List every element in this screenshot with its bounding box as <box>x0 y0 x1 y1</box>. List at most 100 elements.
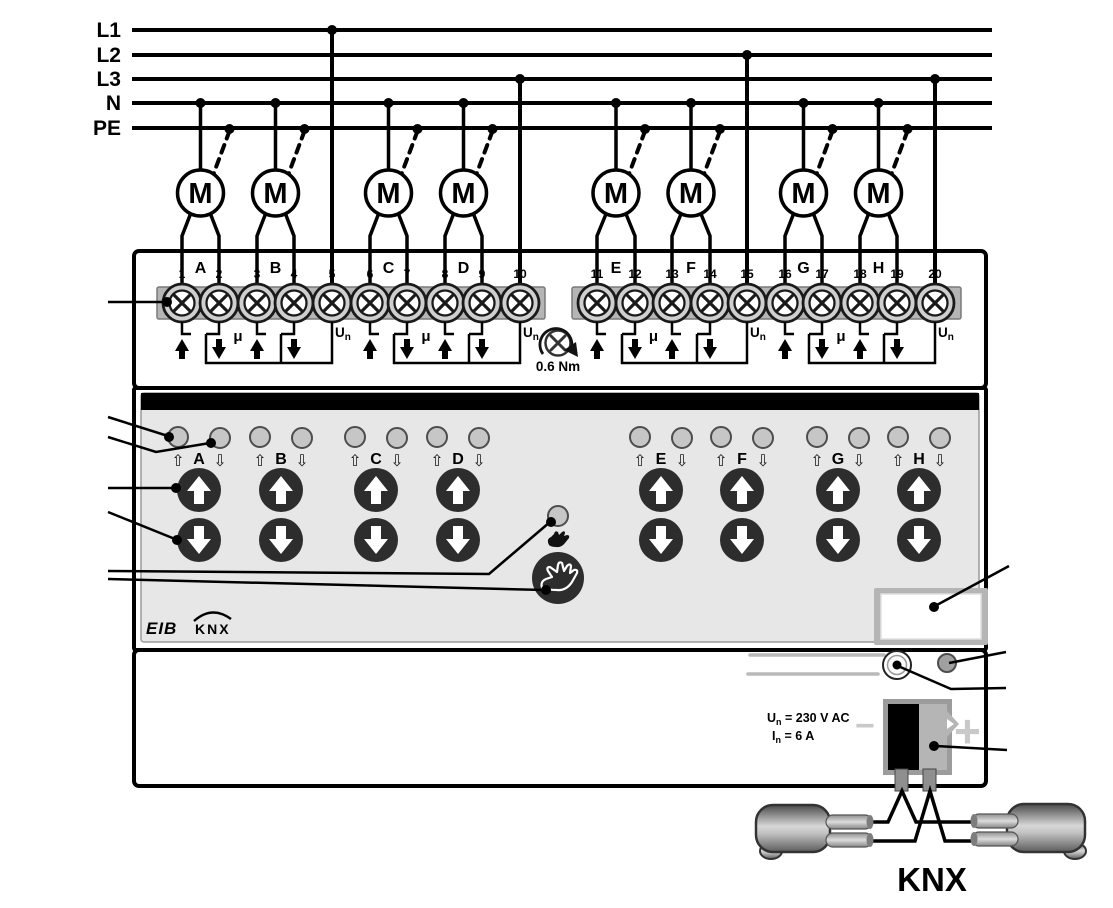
manual-operation-button[interactable] <box>532 552 584 604</box>
motor-label: M <box>604 178 628 210</box>
label-blank <box>880 593 982 640</box>
screw-terminal[interactable] <box>876 282 918 324</box>
screw-terminal[interactable] <box>839 282 881 324</box>
screw-terminal[interactable] <box>386 282 428 324</box>
up-arrow-icon <box>269 476 293 504</box>
channel-up-button[interactable] <box>897 468 941 512</box>
screw-slot-icon <box>887 293 907 313</box>
manual-button-face[interactable] <box>532 552 584 604</box>
channel-up-button[interactable] <box>177 468 221 512</box>
screw-terminal[interactable] <box>198 282 240 324</box>
terminal-bracket <box>204 334 334 365</box>
up-arrow-icon <box>446 476 470 504</box>
motor: M <box>363 98 423 290</box>
terminal-down-arrow-icon <box>400 339 489 359</box>
junction-dot <box>827 124 838 134</box>
cable-core <box>971 813 1019 829</box>
channel-down-button[interactable] <box>259 518 303 562</box>
torque-spec: 0.6 Nm <box>536 327 580 374</box>
led-down-arrow-icon: ⇩ <box>675 453 688 470</box>
status-led-up <box>344 426 366 448</box>
status-led-up <box>426 426 448 448</box>
knx-bus-connector[interactable] <box>883 699 959 792</box>
terminal-number: 6 <box>367 267 374 281</box>
channel-up-button[interactable] <box>816 468 860 512</box>
terminal-up-arrow-icon <box>363 339 452 359</box>
callout-dot <box>892 660 902 670</box>
junction-dot <box>224 124 235 134</box>
terminal-bracket <box>807 334 937 365</box>
control-panel: ⇧⇩A⇧⇩B⇧⇩C⇧⇩D⇧⇩E⇧⇩F⇧⇩G⇧⇩H EIB KNX <box>140 392 988 645</box>
screw-terminal[interactable] <box>424 282 466 324</box>
junction-dot <box>798 98 809 108</box>
terminal-number: 9 <box>479 267 486 281</box>
panel-channel-label: B <box>275 451 287 468</box>
channel-up-button[interactable] <box>436 468 480 512</box>
panel-channel-label: A <box>193 451 205 468</box>
terminal-number: 2 <box>216 267 223 281</box>
down-arrow-icon <box>730 526 754 554</box>
screw-terminal[interactable] <box>273 282 315 324</box>
channel-down-button[interactable] <box>720 518 764 562</box>
screw-slot-icon <box>435 293 455 313</box>
channel-down-button[interactable] <box>816 518 860 562</box>
status-led-down <box>386 427 408 449</box>
motor-icon <box>250 168 301 218</box>
screw-terminal[interactable] <box>236 282 278 324</box>
channel-up-button[interactable] <box>720 468 764 512</box>
screw-terminal[interactable] <box>801 282 843 324</box>
junction-dot <box>299 124 310 134</box>
terminal-bracket <box>620 334 749 365</box>
screw-terminal[interactable] <box>651 282 693 324</box>
channel-up-button[interactable] <box>354 468 398 512</box>
terminal-up-arrow-icon <box>778 339 867 359</box>
motor-icon <box>363 168 414 218</box>
channel-down-button[interactable] <box>354 518 398 562</box>
power-line-label: L1 <box>96 19 121 42</box>
led-down-arrow-icon: ⇩ <box>390 453 403 470</box>
motor-pe-wire <box>702 129 722 176</box>
channel-up-button[interactable] <box>639 468 683 512</box>
screw-terminal[interactable] <box>764 282 806 324</box>
screw-slot-icon <box>775 293 795 313</box>
terminal-number: 20 <box>928 267 942 281</box>
screw-terminal[interactable] <box>914 282 956 324</box>
status-led-down <box>752 427 774 449</box>
screw-slot-icon <box>322 293 342 313</box>
connector-clamp-notch <box>947 719 954 729</box>
channel-down-button[interactable] <box>177 518 221 562</box>
led-up-arrow-icon: ⇧ <box>253 453 266 470</box>
motor-leads <box>368 213 409 290</box>
callout-dot <box>929 741 939 751</box>
screw-terminal[interactable] <box>614 282 656 324</box>
led-down-arrow-icon: ⇩ <box>472 453 485 470</box>
down-arrow-icon <box>446 526 470 554</box>
channel-label: D <box>458 260 470 277</box>
screw-slot-icon <box>625 293 645 313</box>
screw-terminal[interactable] <box>461 282 503 324</box>
channel-label: F <box>686 260 696 277</box>
screw-terminal[interactable] <box>349 282 391 324</box>
motor-leads <box>858 213 899 290</box>
screw-terminal[interactable] <box>499 282 541 324</box>
channel-label: H <box>873 260 885 277</box>
callout-dot <box>172 535 182 545</box>
callout-line <box>107 415 169 438</box>
screw-terminal[interactable] <box>726 282 768 324</box>
motor-label: M <box>791 178 815 210</box>
channel-down-button[interactable] <box>897 518 941 562</box>
status-led-up <box>887 426 909 448</box>
channel-down-button[interactable] <box>639 518 683 562</box>
screw-terminal[interactable] <box>311 282 353 324</box>
minus-terminal-label: − <box>855 707 875 745</box>
rating-voltage: Un = 230 V AC <box>767 711 850 727</box>
status-led-down <box>848 427 870 449</box>
channel-down-button[interactable] <box>436 518 480 562</box>
screw-terminal[interactable] <box>689 282 731 324</box>
knx-logo: KNX <box>193 611 232 637</box>
terminal-number: 18 <box>853 267 867 281</box>
channel-up-button[interactable] <box>259 468 303 512</box>
screw-terminal[interactable] <box>576 282 618 324</box>
screw-slot-icon <box>360 293 380 313</box>
